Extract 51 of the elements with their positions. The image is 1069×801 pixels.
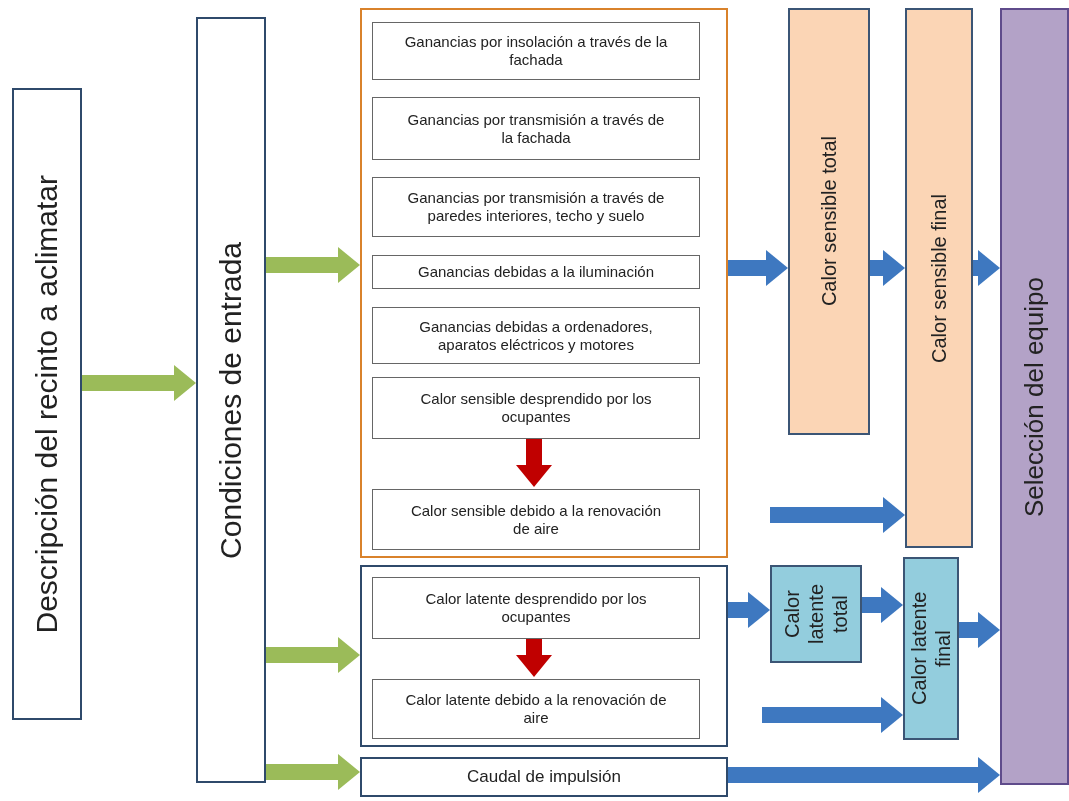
block-arrow [770, 497, 905, 533]
block-arrow [762, 697, 903, 733]
group-frame [360, 8, 728, 558]
box-label: Ganancias por transmisión a través de la fachada [406, 110, 666, 147]
block-arrow [516, 637, 552, 677]
box-label: Ganancias por insolación a través de la fachada [403, 33, 669, 69]
process-box [196, 17, 266, 783]
block-arrow [973, 250, 1000, 286]
process-box [372, 255, 700, 289]
box-label: Condiciones de entrada [213, 241, 248, 559]
box-label: Calor sensible debido a la renovación de aire [409, 501, 663, 538]
process-box [372, 577, 700, 639]
box-label: Selección del equipo [1018, 276, 1050, 517]
block-arrow [959, 612, 1000, 648]
block-arrow [82, 365, 196, 401]
process-box [372, 97, 700, 160]
block-arrow [862, 587, 903, 623]
box-label: Ganancias debidas a ordenadores, aparatos eléctricos y motores [418, 317, 654, 354]
process-box [372, 489, 700, 550]
process-box [360, 757, 728, 797]
box-label: Caudal de impulsión [465, 766, 622, 788]
process-box [372, 177, 700, 237]
box-label: Descripción del recinto a aclimatar [29, 174, 64, 634]
box-label: Ganancias debidas a la iluminación [417, 263, 655, 281]
block-arrow [266, 754, 360, 790]
box-label: Ganancias por transmisión a través de paredes interiores, techo y suelo [406, 189, 666, 225]
box-label: Calor sensible desprendido por los ocupantes [419, 390, 653, 426]
box-label: Calor latente desprendido por los ocupantes [424, 590, 648, 626]
block-arrow [266, 247, 360, 283]
result-box [1000, 8, 1069, 785]
block-arrow [728, 592, 770, 628]
box-label: Calor latente debido a la renovación de aire [404, 691, 668, 727]
result-box [770, 565, 862, 663]
process-box [372, 377, 700, 439]
result-box [903, 557, 959, 740]
block-arrow [870, 250, 905, 286]
box-label: Calor latente total [780, 582, 852, 647]
block-arrow [728, 250, 788, 286]
process-box [372, 307, 700, 364]
process-box [372, 679, 700, 739]
box-label: Calor latente final [907, 590, 955, 708]
box-label: Calor sensible total [817, 136, 841, 307]
result-box [905, 8, 973, 548]
block-arrow [516, 437, 552, 487]
result-box [788, 8, 870, 435]
block-arrow [728, 757, 1000, 793]
box-label: Calor sensible final [927, 193, 951, 363]
block-arrow [266, 637, 360, 673]
process-box [372, 22, 700, 80]
group-frame [360, 565, 728, 747]
process-box [12, 88, 82, 720]
